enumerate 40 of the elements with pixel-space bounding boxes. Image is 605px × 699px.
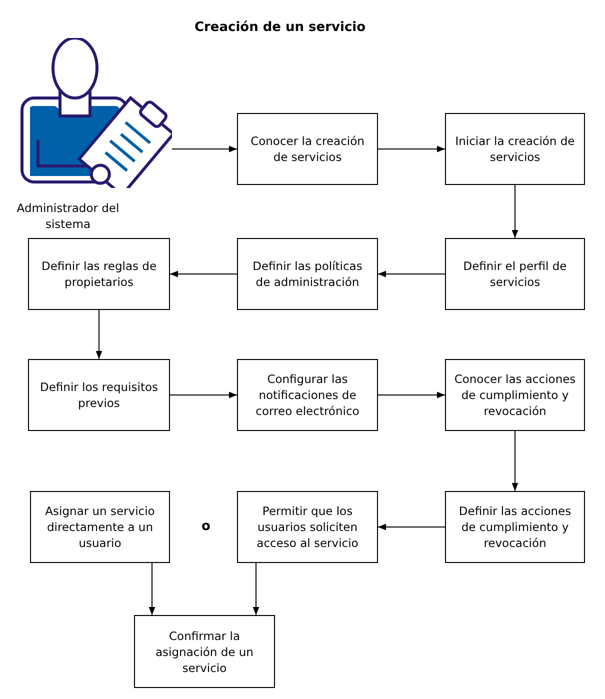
arrow (148, 562, 156, 616)
arrow (378, 392, 446, 398)
step-text: Conocer la creación de servicios (250, 133, 366, 165)
step-text: Asignar un servicio directamente a un usuario (44, 503, 156, 551)
step-text: Definir el perfil de servicios (462, 258, 568, 290)
process-box (237, 238, 378, 310)
step-text: Definir las reglas de propietarios (40, 258, 158, 290)
step-text: Conocer las acciones de cumplimiento y revocación (453, 371, 577, 419)
role-caption: Administrador del sistema (16, 200, 120, 232)
process-box (28, 359, 170, 431)
process-box (28, 238, 170, 310)
step-text: Permitir que los usuarios soliciten acceso al servicio (256, 503, 360, 551)
arrow (170, 270, 238, 278)
process-box (445, 113, 585, 185)
arrow (172, 146, 238, 152)
step-text: Configurar las notificaciones de correo electrónico (254, 371, 360, 419)
step-text: Definir las políticas de administración (252, 258, 364, 290)
process-box (445, 238, 585, 310)
process-box (134, 615, 275, 688)
step-text: Confirmar la asignación de un servicio (154, 628, 254, 676)
step-text: Definir los requisitos previos (39, 379, 159, 411)
arrow (378, 146, 446, 152)
arrow (96, 310, 102, 360)
arrow (378, 524, 446, 530)
process-box (445, 491, 585, 563)
process-box (237, 113, 378, 185)
process-box (237, 491, 378, 563)
step-text: Definir las acciones de cumplimiento y revocación (458, 503, 572, 551)
person-drawing (20, 38, 172, 188)
diagram-title: Creación de un servicio (193, 20, 367, 36)
arrow (252, 562, 260, 616)
or-label: o (200, 519, 212, 535)
arrow (512, 184, 518, 238)
process-box (30, 491, 170, 563)
process-box (237, 359, 378, 431)
process-box (445, 359, 585, 431)
arrow (378, 270, 446, 278)
step-text: Iniciar la creación de servicios (454, 133, 576, 165)
arrow (170, 392, 238, 398)
arrow (512, 430, 518, 492)
